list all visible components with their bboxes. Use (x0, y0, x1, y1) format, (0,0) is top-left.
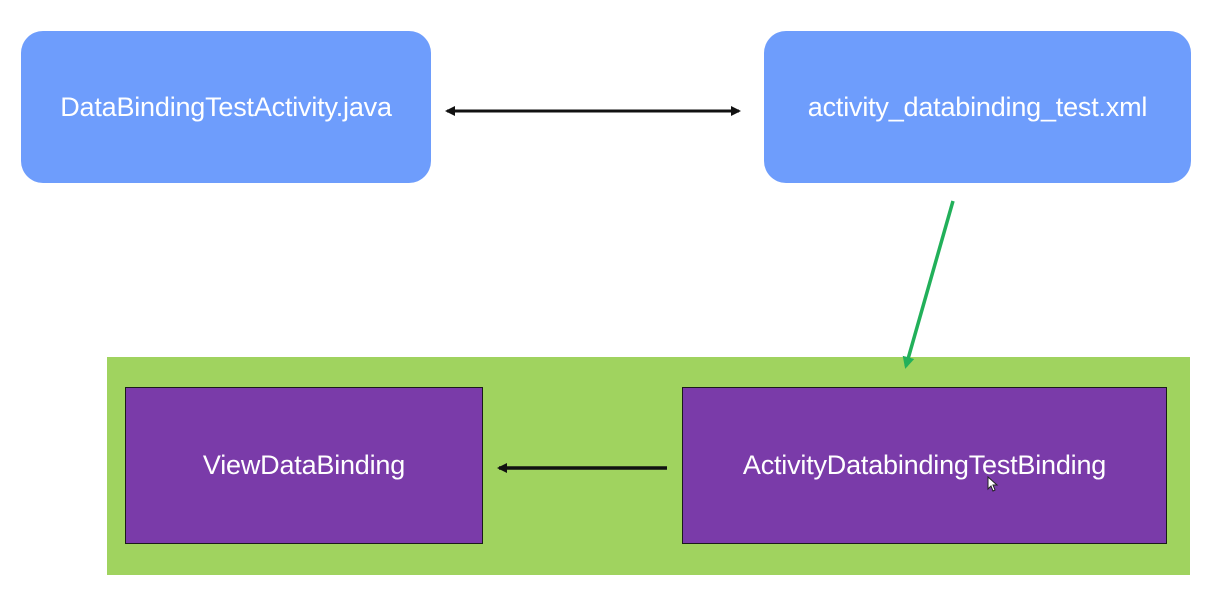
view-data-binding-label: ViewDataBinding (202, 450, 406, 480)
generated-binding-label: ActivityDatabindingTestBinding (742, 450, 1107, 480)
java-file-label: DataBindingTestActivity.java (60, 91, 392, 122)
mouse-cursor-icon (987, 476, 999, 492)
java-file-node: DataBindingTestActivity.java (21, 31, 431, 183)
xml-layout-label: activity_databinding_test.xml (807, 91, 1148, 122)
view-data-binding-node: ViewDataBinding (125, 387, 483, 544)
generated-binding-node: ActivityDatabindingTestBinding (682, 387, 1167, 544)
generates-arrow (902, 200, 955, 369)
xml-layout-node: activity_databinding_test.xml (764, 31, 1191, 183)
